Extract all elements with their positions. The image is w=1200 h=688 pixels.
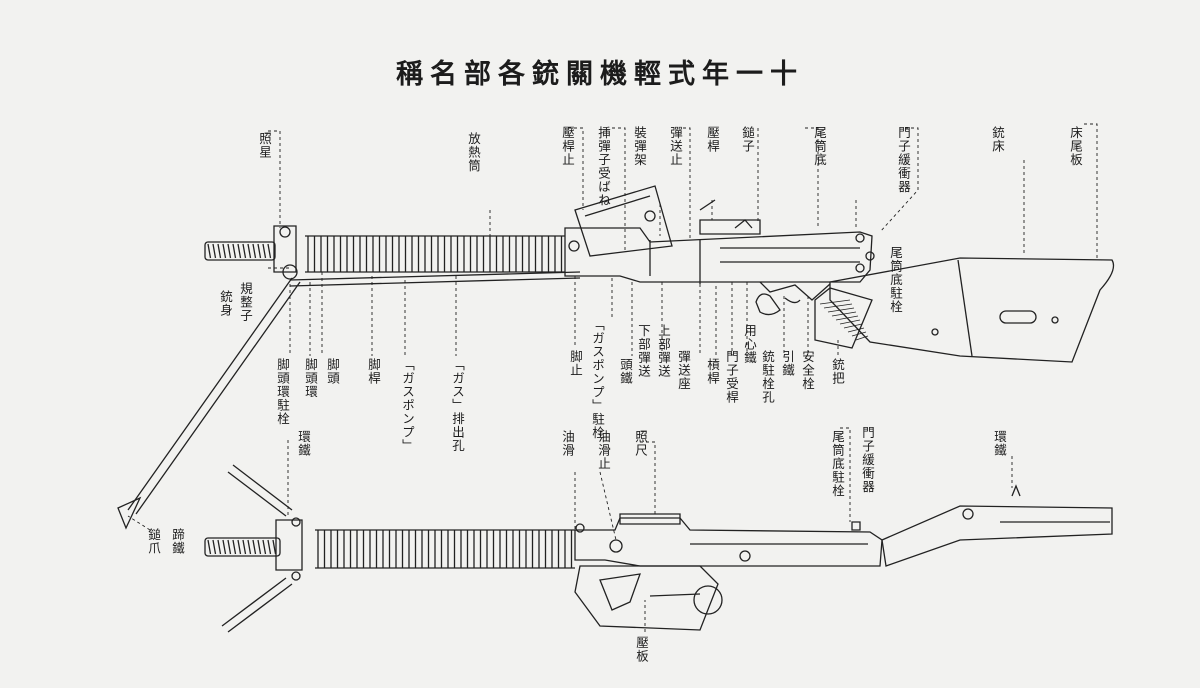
label-bipod-ring-pin: 脚頭環駐栓 [275, 358, 290, 426]
label-lever: 槓桿 [705, 358, 720, 385]
label-butt-plate: 床尾板 [1068, 126, 1083, 167]
label-press-lever-stop: 壓桿止 [560, 126, 575, 167]
label-bipod-leg: 脚桿 [366, 358, 381, 385]
label-safety-pin: 安全栓 [800, 350, 815, 391]
label-receiver-end: 尾筒底 [812, 126, 827, 167]
label-trigger: 引鐵 [780, 350, 795, 377]
label-bipod-head: 脚頭 [325, 358, 340, 385]
lower-radiator-fins [318, 530, 572, 568]
label-ring-iron-right: 環鐵 [992, 430, 1007, 457]
label-barrel: 銃身 [218, 290, 233, 317]
label-upper-feed: 上部彈送 [656, 324, 671, 378]
label-bolt-buffer-lower: 門子緩衝器 [860, 426, 875, 494]
label-bolt-receiver-lever: 門子受桿 [724, 350, 739, 404]
label-bipod-stop: 脚止 [568, 350, 583, 377]
label-gun-pin-hole: 銃駐栓孔 [760, 350, 775, 404]
label-head-iron: 頭鐵 [618, 358, 633, 385]
label-hoof-iron: 蹄鐵 [170, 528, 185, 555]
label-loading-frame: 裝彈架 [632, 126, 647, 167]
lower-barrel-muzzle [205, 538, 280, 556]
diagram-title: 稱名部各銃關機輕式年一十 [396, 59, 804, 90]
label-rear-sight: 照尺 [633, 430, 648, 457]
barrel-coil [208, 244, 271, 258]
label-oil-lube-stop: 油滑止 [596, 430, 611, 471]
grip-hatching [820, 300, 868, 340]
label-receiver-end-pin: 尾筒底駐栓 [888, 246, 903, 314]
label-bolt-buffer: 門子緩衝器 [896, 126, 911, 194]
label-hammer: 鎚子 [740, 126, 755, 153]
label-grip: 銃把 [830, 358, 845, 385]
label-bipod-head-ring: 脚頭環 [303, 358, 318, 399]
label-feed-stop: 彈送止 [668, 126, 683, 167]
label-press-plate: 壓板 [634, 636, 649, 663]
lower-gun-drawing [205, 465, 1112, 632]
label-safety-iron: 用心鐵 [742, 324, 757, 365]
label-ring-iron-left: 環鐵 [296, 430, 311, 457]
label-receiver-end-pin-lower: 尾筒底駐栓 [830, 430, 845, 498]
label-regulator: 規整子 [238, 282, 253, 323]
label-radiator: 放熱筒 [466, 132, 481, 173]
leader-lines [128, 124, 1097, 632]
label-feed-seat: 彈送座 [676, 350, 691, 391]
label-oil-lube: 油滑 [560, 430, 575, 457]
lower-barrel-coil [208, 540, 276, 554]
label-gas-pump: 「ガスポンプ」 [400, 358, 415, 453]
upper-gun-drawing [118, 186, 1114, 528]
radiator-fins [308, 236, 562, 272]
label-clip-spring: 挿彈子受ばね [596, 126, 611, 207]
barrel-muzzle [205, 242, 275, 260]
label-claw: 鎚爪 [146, 528, 161, 555]
label-lower-feed: 下部彈送 [636, 324, 651, 378]
label-stock: 銃床 [990, 126, 1005, 153]
label-press-lever: 壓桿 [705, 126, 720, 153]
label-gas-port: 「ガス」排出孔 [450, 358, 465, 453]
label-front-sight: 照星 [257, 132, 272, 159]
label-gas-pump-pin: 「ガスポンプ」駐栓 [590, 318, 605, 440]
